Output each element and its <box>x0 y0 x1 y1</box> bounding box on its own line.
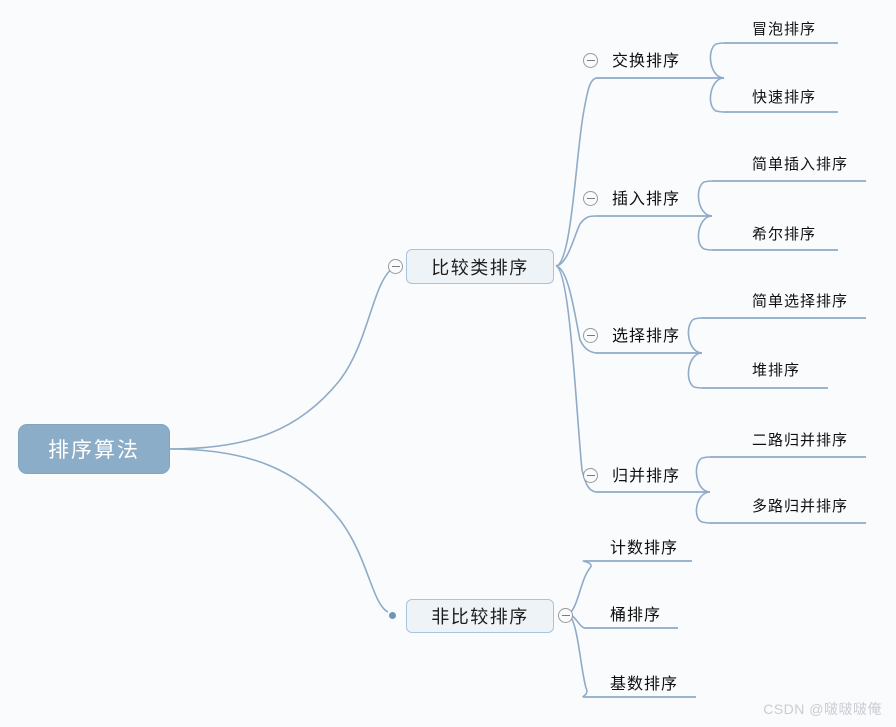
toggle-exchange[interactable] <box>583 53 598 68</box>
toggle-noncompare[interactable] <box>558 608 573 623</box>
edge-merge-to-multi-way <box>695 491 711 524</box>
edge-noncompare-to-counting <box>567 560 592 615</box>
edge-compare-to-merge <box>555 265 597 493</box>
edge-compare-to-exchange <box>555 77 597 267</box>
edge-noncompare-to-radix <box>567 613 588 698</box>
subnode-select-label: 选择排序 <box>612 328 681 345</box>
edge-exchange-to-quick <box>709 77 725 113</box>
leaf-simple-selection-sort[interactable]: 简单选择排序 <box>752 289 848 311</box>
edge-insert-to-shell <box>697 215 713 251</box>
leaf-simple-selection-sort-label: 简单选择排序 <box>752 293 849 310</box>
edge-select-to-heap <box>687 352 703 389</box>
subnode-insert-label: 插入排序 <box>612 191 681 208</box>
branch-node-noncompare[interactable]: 非比较排序 <box>406 599 554 633</box>
root-node-label: 排序算法 <box>48 438 140 462</box>
subnode-merge-label: 归并排序 <box>612 468 681 485</box>
subnode-insert[interactable]: 插入排序 <box>612 186 680 208</box>
leaf-bubble-sort-label: 冒泡排序 <box>752 21 817 38</box>
subnode-radix-sort[interactable]: 基数排序 <box>610 671 678 693</box>
leaf-quick-sort-label: 快速排序 <box>752 89 817 106</box>
branch-node-compare-label: 比较类排序 <box>431 257 529 278</box>
leaf-multi-way-merge-sort-label: 多路归并排序 <box>752 498 849 515</box>
toggle-merge[interactable] <box>583 468 598 483</box>
root-node[interactable]: 排序算法 <box>18 424 170 474</box>
leaf-multi-way-merge-sort[interactable]: 多路归并排序 <box>752 494 848 516</box>
branch-node-noncompare-label: 非比较排序 <box>431 607 529 627</box>
edge-merge-to-two-way <box>695 456 711 493</box>
leaf-simple-insertion-sort-label: 简单插入排序 <box>752 156 849 173</box>
toggle-compare[interactable] <box>388 259 403 274</box>
leaf-heap-sort[interactable]: 堆排序 <box>752 358 800 380</box>
subnode-counting-sort[interactable]: 计数排序 <box>610 535 678 557</box>
edge-select-to-simple <box>687 317 703 354</box>
toggle-insert[interactable] <box>583 191 598 206</box>
leaf-two-way-merge-sort[interactable]: 二路归并排序 <box>752 428 848 450</box>
subnode-bucket-sort-label: 桶排序 <box>610 607 662 624</box>
toggle-select[interactable] <box>583 328 598 343</box>
edge-root-to-compare <box>169 266 395 450</box>
edge-insert-to-simple <box>697 180 713 217</box>
edge-compare-to-insert <box>555 215 597 267</box>
branch-node-compare[interactable]: 比较类排序 <box>406 249 554 284</box>
leaf-simple-insertion-sort[interactable]: 简单插入排序 <box>752 152 848 174</box>
watermark: CSDN @啵啵啵俺 <box>763 701 882 717</box>
edge-root-to-noncompare <box>169 448 389 613</box>
subnode-radix-sort-label: 基数排序 <box>610 676 679 693</box>
leaf-bubble-sort[interactable]: 冒泡排序 <box>752 17 816 39</box>
subnode-select[interactable]: 选择排序 <box>612 323 680 345</box>
leaf-shell-sort-label: 希尔排序 <box>752 226 817 243</box>
leaf-shell-sort[interactable]: 希尔排序 <box>752 222 816 244</box>
edge-compare-to-select <box>555 265 597 354</box>
subnode-counting-sort-label: 计数排序 <box>610 540 679 557</box>
subnode-exchange[interactable]: 交换排序 <box>612 48 680 70</box>
leaf-heap-sort-label: 堆排序 <box>752 362 801 379</box>
edge-exchange-to-bubble <box>709 42 725 79</box>
connector-dot-noncompare <box>389 612 396 619</box>
subnode-bucket-sort[interactable]: 桶排序 <box>610 602 661 624</box>
leaf-two-way-merge-sort-label: 二路归并排序 <box>752 432 849 449</box>
subnode-merge[interactable]: 归并排序 <box>612 463 680 485</box>
leaf-quick-sort[interactable]: 快速排序 <box>752 85 816 107</box>
subnode-exchange-label: 交换排序 <box>612 53 681 70</box>
